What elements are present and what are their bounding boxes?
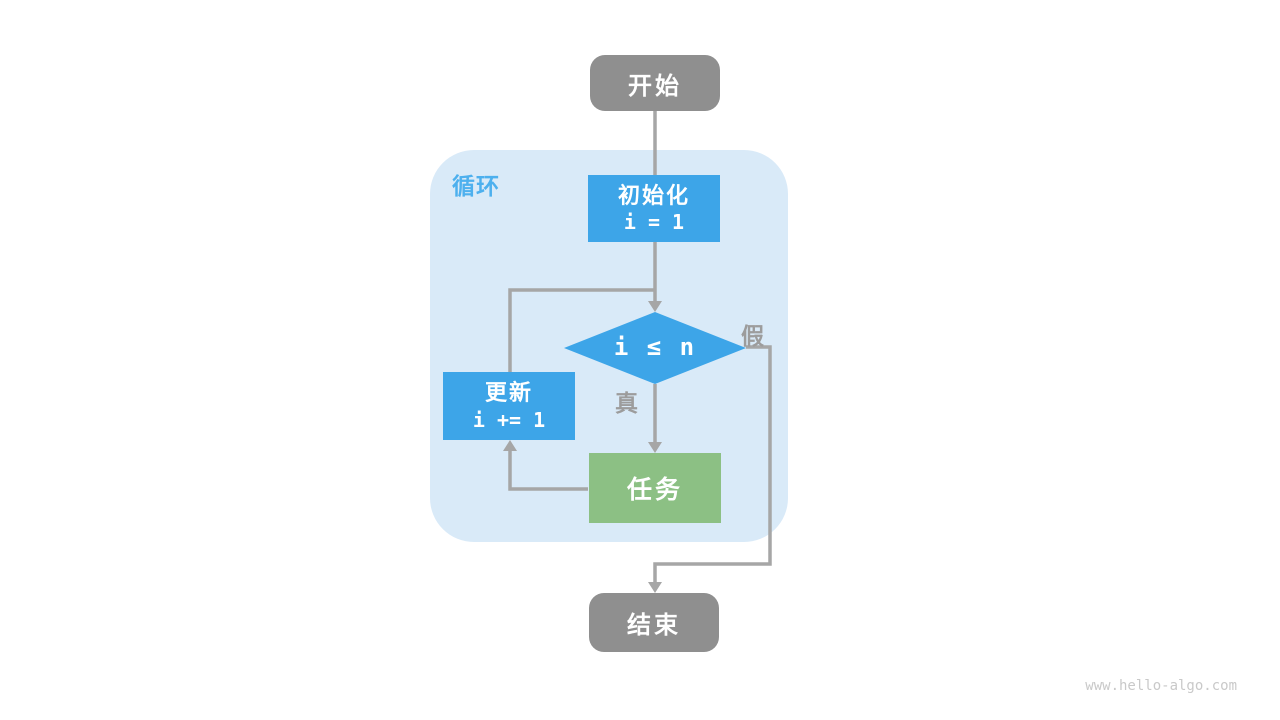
- node-start: 开始: [590, 55, 720, 111]
- node-update-title: 更新: [484, 380, 533, 406]
- node-init-title: 初始化: [617, 182, 690, 208]
- node-init: 初始化 i = 1: [588, 175, 720, 242]
- watermark: www.hello-algo.com: [1085, 678, 1237, 694]
- loop-container-label: 循环: [452, 173, 500, 199]
- node-end: 结束: [589, 593, 719, 652]
- node-update: 更新 i += 1: [443, 372, 575, 440]
- node-task: 任务: [589, 453, 721, 523]
- node-end-label: 结束: [627, 612, 681, 639]
- arrowhead-into-end: [648, 582, 662, 593]
- node-start-label: 开始: [628, 72, 682, 100]
- edge-label-false: 假: [741, 323, 764, 349]
- node-task-label: 任务: [626, 476, 683, 504]
- edge-label-true: 真: [615, 390, 638, 416]
- node-init-code: i = 1: [623, 210, 685, 235]
- node-condition-code: i ≤ n: [613, 333, 697, 362]
- node-update-code: i += 1: [472, 407, 546, 432]
